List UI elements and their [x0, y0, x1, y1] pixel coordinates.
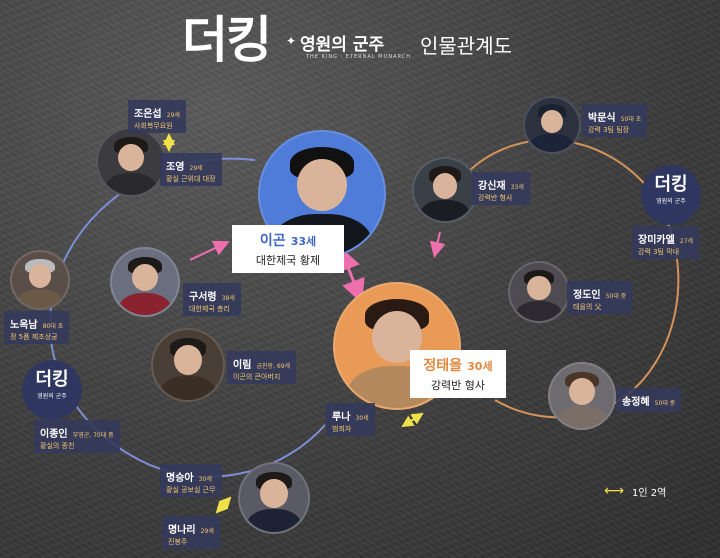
arrow-sinjae-to-taeeul	[429, 231, 446, 258]
label-luna: 루나 30세 범죄자	[326, 403, 375, 437]
label-jang-mikayeon: 장미카엘 27세 강력 3팀 막내	[632, 226, 700, 260]
logo-english: THE KING : ETERNAL MONARCH	[306, 54, 412, 60]
avatar-bak-munsik	[523, 96, 581, 154]
label-lee-gon: 이곤 33세 대한제국 황제	[232, 225, 344, 273]
label-jeong-taeeul: 정태을 30세 강력반 형사	[410, 350, 506, 398]
star-icon: ✦	[286, 34, 297, 48]
avatar-song-jeonghye	[548, 362, 616, 430]
label-lee-jongin: 이종인 부영군, 70대 중 황실의 종친	[34, 420, 120, 454]
logo-sub: 영원의 군주	[300, 35, 385, 55]
label-myeong-nari: 명나리 29세 진봉주	[162, 516, 220, 550]
avatar-kang-sinjae	[412, 157, 478, 223]
label-kang-sinjae: 강신재 33세 강력반 형사	[472, 172, 530, 206]
label-noh-oknam: 노옥남 80대 초 정 5품 제조상궁	[4, 311, 70, 345]
emblem-right: 더킹 영원의 군주	[641, 165, 701, 225]
label-jo-yeong: 조영 29세 황실 근위대 대장	[160, 153, 222, 187]
label-myeong-seunga: 명승아 30세 황실 공보실 근무	[160, 464, 222, 498]
label-jo-eunseop: 조은섭 29세 사회복무요원	[128, 100, 186, 134]
label-jeong-doin: 정도인 50대 중 태을의 父	[567, 281, 633, 315]
avatar-lee-gon	[258, 130, 386, 258]
page-title: 인물관계도	[420, 34, 512, 58]
emblem-left: 더킹 영원의 군주	[22, 360, 82, 420]
logo-main: 더킹	[182, 10, 272, 69]
avatar-gu-seoryeong	[110, 247, 180, 317]
label-gu-seoryeong: 구서령 38세 대한제국 총리	[183, 283, 241, 317]
legend-double-arrow-icon: ⟷	[604, 483, 625, 499]
arrow-gon-taeeul	[337, 246, 365, 304]
legend-label: 1인 2역	[632, 488, 667, 499]
label-song-jeonghye: 송정혜 50대 중	[616, 388, 682, 413]
double-arrow-luna	[401, 412, 424, 428]
avatar-jo-yeong	[96, 127, 166, 197]
label-bak-munsik: 박문식 50대 초 강력 3팀 팀장	[582, 104, 648, 138]
avatar-jeong-taeeul	[333, 282, 461, 410]
arrow-seoryeong-to-gon	[189, 240, 230, 261]
avatar-noh-oknam	[10, 250, 70, 310]
avatar-lee-rim	[151, 328, 225, 402]
avatar-jeong-doin	[508, 261, 570, 323]
double-arrow-myeong	[215, 496, 232, 514]
label-lee-rim: 이림 금친왕, 69세 이곤의 큰아버지	[227, 351, 297, 385]
avatar-myeong-seunga	[238, 462, 310, 534]
